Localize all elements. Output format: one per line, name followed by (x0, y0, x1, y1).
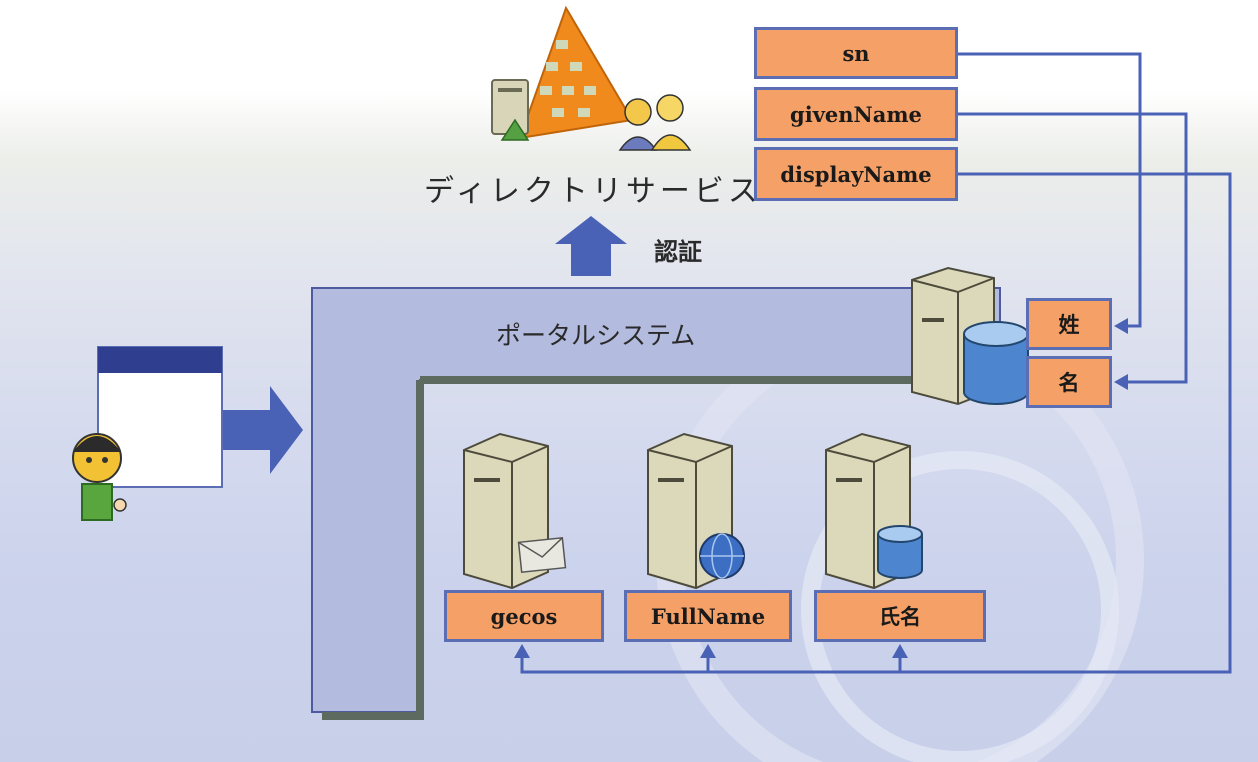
directory-pyramid-icon (518, 5, 634, 140)
connector-givenname-to-mei (958, 112, 1188, 384)
directory-server-icon (491, 79, 530, 141)
portal-database-icon (963, 321, 1029, 405)
user-icon (72, 433, 127, 521)
directory-service-label: ディレクトリサービス (424, 174, 762, 209)
access-arrow (190, 386, 303, 474)
auth-arrow (555, 216, 627, 276)
attr-mei: 名 (1026, 356, 1112, 408)
attr-sn: sn (754, 27, 958, 79)
attr-sei: 姓 (1026, 298, 1112, 350)
connector-sn-to-sei (958, 52, 1142, 328)
attr-shimei: 氏名 (814, 590, 986, 642)
attr-gecos: gecos (444, 590, 604, 642)
portal-system-label: ポータルシステム (496, 321, 696, 350)
auth-label: 認証 (654, 238, 702, 266)
attr-displayname: displayName (754, 147, 958, 201)
web-server-icon (647, 432, 745, 590)
mail-server-icon (463, 432, 567, 590)
database-server-icon (825, 432, 923, 590)
attr-givenname: givenName (754, 87, 958, 141)
attr-fullname: FullName (624, 590, 792, 642)
users-icon (618, 94, 692, 151)
